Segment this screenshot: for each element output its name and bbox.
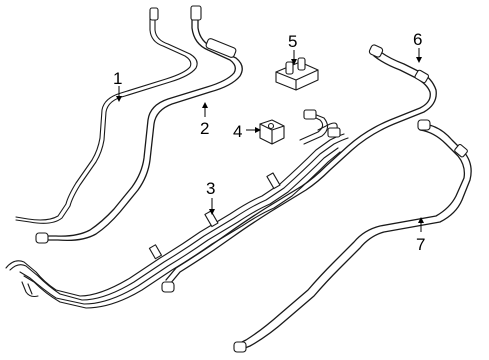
callout-7-label: 7 [416, 235, 425, 254]
callout-3: 3 [206, 179, 215, 215]
part-1-cooler-line [15, 7, 198, 224]
part-7-supply-line [233, 119, 472, 353]
part-3-fitting-b [327, 127, 341, 138]
part-6-fitting-top [368, 44, 384, 58]
part-6-fitting-end [161, 281, 175, 293]
callout-7: 7 [416, 217, 425, 254]
callout-2-label: 2 [200, 119, 209, 138]
part-7-fitting-end [233, 341, 247, 353]
part-6-sleeve [414, 69, 430, 84]
callout-3-label: 3 [206, 179, 215, 198]
part-1-fitting-top [149, 7, 159, 21]
callout-4-label: 4 [233, 122, 242, 141]
callout-6: 6 [413, 30, 422, 63]
part-3-line-bundle [5, 109, 349, 309]
part-6-return-line [161, 44, 437, 293]
callout-1-label: 1 [113, 69, 122, 88]
callout-5-label: 5 [288, 32, 297, 51]
callout-2: 2 [200, 102, 209, 138]
callout-6-label: 6 [413, 30, 422, 49]
part-5-connector [275, 57, 319, 91]
part-7-sleeve [454, 143, 468, 158]
part-7-fitting-top [417, 119, 431, 131]
part-2-cooler-hose [35, 5, 243, 244]
part-3-clip-2 [204, 210, 219, 228]
callout-5: 5 [288, 32, 297, 65]
part-3-clip-1 [148, 244, 163, 260]
part-2-fitting-end [35, 232, 49, 244]
part-2-sleeve [205, 38, 237, 58]
part-2-fitting-top [190, 5, 202, 21]
callout-1: 1 [113, 69, 122, 102]
callout-4: 4 [233, 122, 261, 141]
part-3-clip-3 [266, 172, 281, 190]
part-3-fitting-a [303, 109, 317, 120]
part-4-bracket [259, 119, 285, 145]
